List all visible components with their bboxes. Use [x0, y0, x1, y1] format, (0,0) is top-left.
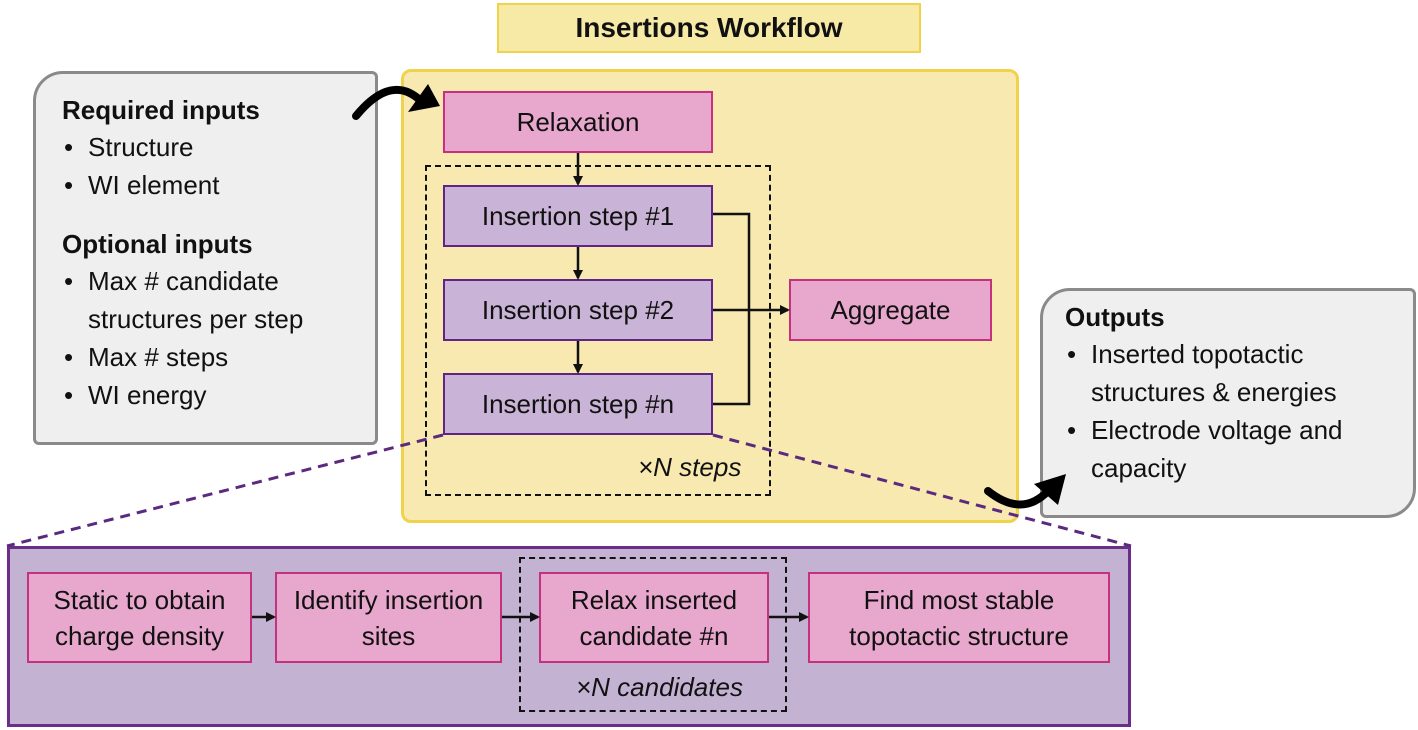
- candidates-loop-label: ×N candidates: [576, 672, 743, 702]
- required-inputs-heading: Required inputs: [62, 95, 260, 125]
- zoom-line-right: [712, 433, 1132, 548]
- output-curved-arrow: [984, 487, 1052, 509]
- outputs-panel: Outputs Inserted topotactic structures &…: [1040, 288, 1416, 518]
- optional-input-item: Max # steps: [62, 338, 362, 376]
- optional-input-item: WI energy: [62, 376, 362, 414]
- zoom-line-left: [6, 433, 444, 548]
- workflow-title: Insertions Workflow: [497, 3, 921, 53]
- output-item: Electrode voltage and capacity: [1065, 411, 1395, 487]
- insertion-step-1-node: Insertion step #1: [443, 185, 713, 247]
- candidates-loop: [519, 557, 787, 712]
- outputs-list: Inserted topotactic structures & energie…: [1065, 335, 1395, 487]
- required-input-item: Structure: [62, 128, 375, 166]
- relax-candidate-node: Relax inserted candidate #n: [539, 572, 769, 663]
- static-charge-density-node: Static to obtain charge density: [27, 572, 252, 663]
- input-curved-arrow: [352, 85, 426, 120]
- optional-input-item: Max # candidate structures per step: [62, 262, 362, 338]
- insertion-steps-loop: [425, 165, 771, 496]
- optional-inputs-heading: Optional inputs: [62, 229, 253, 259]
- relaxation-node: Relaxation: [443, 91, 713, 153]
- required-inputs-list: Structure WI element: [62, 128, 375, 204]
- identify-insertion-sites-node: Identify insertion sites: [275, 572, 502, 663]
- aggregate-node: Aggregate: [789, 279, 992, 341]
- outputs-heading: Outputs: [1065, 302, 1165, 332]
- input-arrow-head: [408, 84, 440, 112]
- required-input-item: WI element: [62, 166, 375, 204]
- insertion-step-n-node: Insertion step #n: [443, 373, 713, 435]
- output-item: Inserted topotactic structures & energie…: [1065, 335, 1395, 411]
- find-stable-structure-node: Find most stable topotactic structure: [808, 572, 1110, 663]
- insertion-loop-label: ×N steps: [638, 452, 742, 482]
- insertion-step-2-node: Insertion step #2: [443, 279, 713, 341]
- optional-inputs-list: Max # candidate structures per step Max …: [62, 262, 362, 414]
- output-arrow-head: [1034, 474, 1066, 505]
- inputs-panel: Required inputs Structure WI element Opt…: [33, 71, 378, 445]
